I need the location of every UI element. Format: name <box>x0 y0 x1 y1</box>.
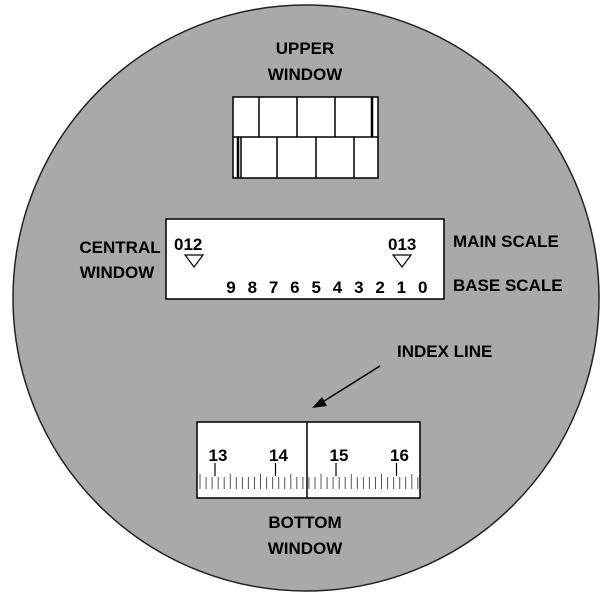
main-scale-marker-right <box>391 254 413 268</box>
base-scale-digit: 4 <box>333 278 343 297</box>
base-scale-digit: 3 <box>354 278 363 297</box>
index-line-arrow <box>320 365 381 404</box>
index-line-label: INDEX LINE <box>397 342 492 361</box>
base-scale-digit: 7 <box>269 278 278 297</box>
base-scale-digit: 1 <box>397 278 406 297</box>
base-scale-digit: 2 <box>375 278 384 297</box>
index-line-arrowhead <box>312 397 327 408</box>
upper-window-label-line1: UPPER <box>276 39 335 58</box>
bottom-scale-number: 16 <box>390 446 409 465</box>
bottom-scale-ticks <box>199 474 419 489</box>
main-scale-marker-left <box>183 254 205 268</box>
bottom-scale-number: 15 <box>330 446 349 465</box>
bottom-scale-number: 13 <box>209 446 228 465</box>
base-scale-digit: 6 <box>290 278 299 297</box>
base-scale-digit: 5 <box>311 278 320 297</box>
bottom-window-label-line1: BOTTOM <box>268 513 341 532</box>
base-scale-label: BASE SCALE <box>453 276 563 295</box>
central-window-label-line1: CENTRAL <box>79 238 160 257</box>
bottom-scale-number: 14 <box>269 446 288 465</box>
base-scale-digit: 9 <box>226 278 235 297</box>
base-scale-digit: 0 <box>418 278 427 297</box>
upper-window-label-line2: WINDOW <box>268 65 344 84</box>
base-scale-digit: 8 <box>248 278 257 297</box>
upper-window <box>232 96 379 179</box>
main-scale-value-right: 013 <box>388 235 416 254</box>
bottom-scale-numbers: 13 14 15 16 <box>209 446 409 476</box>
central-window-label-line2: WINDOW <box>80 263 156 282</box>
main-scale-label: MAIN SCALE <box>453 232 559 251</box>
bottom-window-label-line2: WINDOW <box>268 539 344 558</box>
main-scale-value-left: 012 <box>174 235 202 254</box>
